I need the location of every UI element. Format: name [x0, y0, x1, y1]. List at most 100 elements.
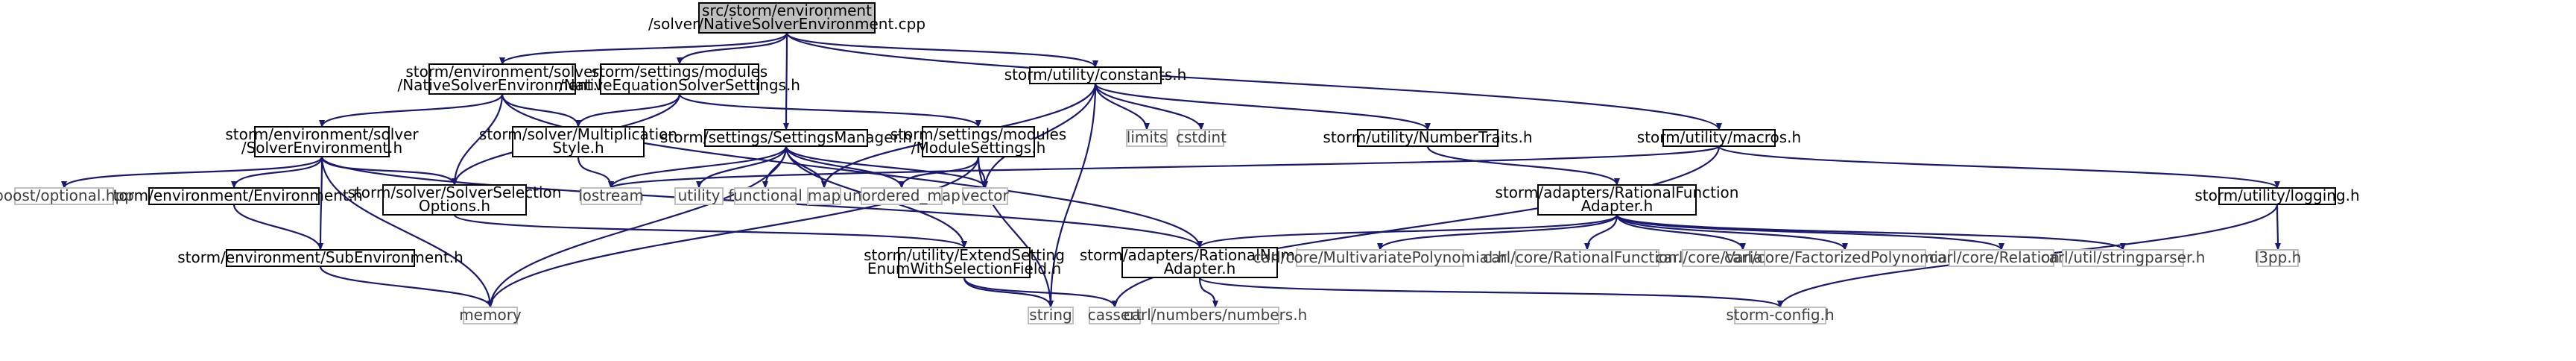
node-label-line: memory — [459, 306, 522, 324]
edge-constants_h-to-string — [1048, 83, 1097, 308]
node-module-settings-h[interactable]: storm/settings/modules/ModuleSettings.h — [890, 125, 1066, 157]
edge-native_env_h-to-solver_selection_h — [452, 93, 504, 186]
node-carl-relation: carl/core/Relation.h — [1929, 248, 2074, 267]
edge-module_settings_h-to-string — [977, 156, 1054, 308]
edge-settings_manager_h-to-memory — [487, 145, 788, 308]
node-unordered-map: unordered_map — [843, 186, 961, 205]
node-carl-numbers: carl/numbers/numbers.h — [1124, 306, 1308, 324]
node-box — [1734, 307, 1826, 324]
edge-settings_manager_h-to-iostream — [608, 145, 788, 189]
node-box — [1028, 307, 1074, 324]
node-box — [463, 307, 518, 324]
edge-constants_h-to-vector — [982, 83, 1097, 189]
node-extend-setting-h[interactable]: storm/utility/ExtendSettingEnumWithSelec… — [864, 246, 1065, 278]
edge-solver_env_h-to-boost_optional — [61, 156, 323, 189]
edge-root-to-constants_h — [785, 32, 1098, 68]
node-box — [580, 187, 642, 205]
node-root[interactable]: src/storm/environment/solver/NativeSolve… — [648, 1, 925, 34]
node-label-line: storm/solver/SolverSelection — [348, 183, 562, 201]
node-label-line: storm/settings/modules — [890, 125, 1066, 143]
node-carl-multivariate: carl/core/MultivariatePolynomial.h — [1253, 248, 1507, 267]
node-label-line: storm/utility/logging.h — [2194, 186, 2359, 204]
node-label-line: storm/utility/NumberTraits.h — [1323, 128, 1532, 146]
edge-rational_function_adapter_h-to-carl_factorized — [1615, 214, 1848, 251]
edge-module_settings_h-to-unordered_map — [899, 156, 980, 189]
edge-native_eq_settings_h-to-mult_style_h — [575, 93, 681, 128]
node-macros-h[interactable]: storm/utility/macros.h — [1637, 128, 1801, 147]
node-settings-manager-h[interactable]: storm/settings/SettingsManager.h — [660, 128, 912, 147]
node-number-traits-h[interactable]: storm/utility/NumberTraits.h — [1323, 128, 1533, 147]
edge-macros_h-to-iostream — [608, 145, 1721, 189]
edge-root-to-macros_h — [785, 32, 1722, 131]
edge-solver_env_h-to-memory — [320, 156, 493, 308]
edge-solver_env_h-to-sub_environment_h — [317, 156, 324, 251]
node-box — [698, 2, 876, 34]
edge-mult_style_h-to-iostream — [577, 156, 614, 189]
node-label-line: carl/core/Relation.h — [1929, 248, 2074, 266]
edge-constants_h-to-number_traits_h — [1094, 83, 1431, 131]
node-box — [1151, 307, 1279, 324]
node-label-line: map — [808, 186, 841, 204]
edge-root-to-native_eq_settings_h — [677, 32, 788, 65]
edge-sub_environment_h-to-memory — [319, 266, 493, 308]
node-label-line: Adapter.h — [1581, 197, 1653, 215]
node-functional: functional — [728, 186, 803, 205]
node-box — [1296, 249, 1464, 267]
edge-constants_h-to-limits — [1094, 83, 1150, 131]
node-label-line: /SolverEnvironment.h — [241, 139, 402, 157]
node-label-line: EnumWithSelectionField.h — [867, 260, 1061, 277]
edge-native_env_h-to-mult_style_h — [501, 93, 581, 128]
node-label-line: unordered_map — [843, 186, 961, 204]
node-box — [382, 184, 527, 216]
node-label-line: vector — [961, 186, 1009, 204]
node-carl-stringparser: carl/util/stringparser.h — [2041, 248, 2205, 267]
nodes-layer: src/storm/environment/solver/NativeSolve… — [0, 1, 2360, 324]
node-label-line: src/storm/environment — [702, 1, 872, 19]
edge-native_env_h-to-solver_env_h — [319, 93, 504, 128]
node-label-line: carl/numbers/numbers.h — [1124, 306, 1308, 324]
node-label-line: /NativeEquationSolverSettings.h — [559, 76, 800, 94]
node-label-line: /NativeSolverEnvironment.h — [397, 76, 607, 94]
node-native-eq-settings-h[interactable]: storm/settings/modules/NativeEquationSol… — [559, 63, 800, 95]
node-box — [2218, 187, 2336, 205]
edge-native_eq_settings_h-to-module_settings_h — [678, 93, 981, 128]
node-cassert: cassert — [1088, 306, 1142, 324]
node-sub-environment-h[interactable]: storm/environment/SubEnvironment.h — [177, 248, 463, 267]
node-carl-rational-function: carl/core/RationalFunction.h — [1483, 248, 1692, 267]
edge-solver_env_h-to-environment_h — [231, 156, 323, 189]
node-label-line: boost/optional.hpp — [0, 186, 134, 204]
node-box — [922, 126, 1035, 157]
node-label-line: Style.h — [552, 139, 604, 157]
edge-constants_h-to-cstdint — [1094, 83, 1204, 131]
node-box — [2257, 249, 2299, 267]
node-box — [226, 249, 415, 267]
node-label-line: carl/core/MultivariatePolynomial.h — [1253, 248, 1507, 266]
edge-rational_function_adapter_h-to-rational_number_adapter_h — [1197, 213, 1618, 249]
edge-rational_function_adapter_h-to-carl_multivariate — [1377, 214, 1618, 251]
node-box — [1357, 129, 1499, 147]
node-native-env-h[interactable]: storm/environment/solver/NativeSolverEnv… — [397, 63, 607, 95]
node-label-line: l3pp.h — [2255, 248, 2302, 266]
node-label-line: storm/utility/constants.h — [1004, 66, 1187, 84]
edge-native_env_h-to-rational_number_adapter_h — [501, 93, 1203, 248]
node-logging-h[interactable]: storm/utility/logging.h — [2194, 186, 2360, 205]
node-storm-config: storm-config.h — [1726, 306, 1835, 324]
node-label-line: /solver/NativeSolverEnvironment.cpp — [648, 15, 925, 33]
edge-logging_h-to-l3pp — [2274, 204, 2281, 251]
node-box — [254, 126, 390, 157]
node-solver-env-h[interactable]: storm/environment/solver/SolverEnvironme… — [225, 125, 419, 157]
edge-number_traits_h-to-rational_function_adapter_h — [1426, 145, 1620, 186]
node-label-line: string — [1029, 306, 1072, 324]
node-label-line: storm-config.h — [1726, 306, 1834, 324]
node-box — [148, 187, 320, 205]
node-environment-h[interactable]: storm/environment/Environment.h — [105, 186, 363, 205]
node-label-line: storm/environment/solver — [405, 63, 599, 81]
node-cstdint: cstdint — [1176, 128, 1227, 147]
edge-macros_h-to-cassert — [1112, 145, 1721, 308]
node-constants-h[interactable]: storm/utility/constants.h — [1004, 66, 1187, 84]
node-label-line: Adapter.h — [1164, 260, 1236, 277]
